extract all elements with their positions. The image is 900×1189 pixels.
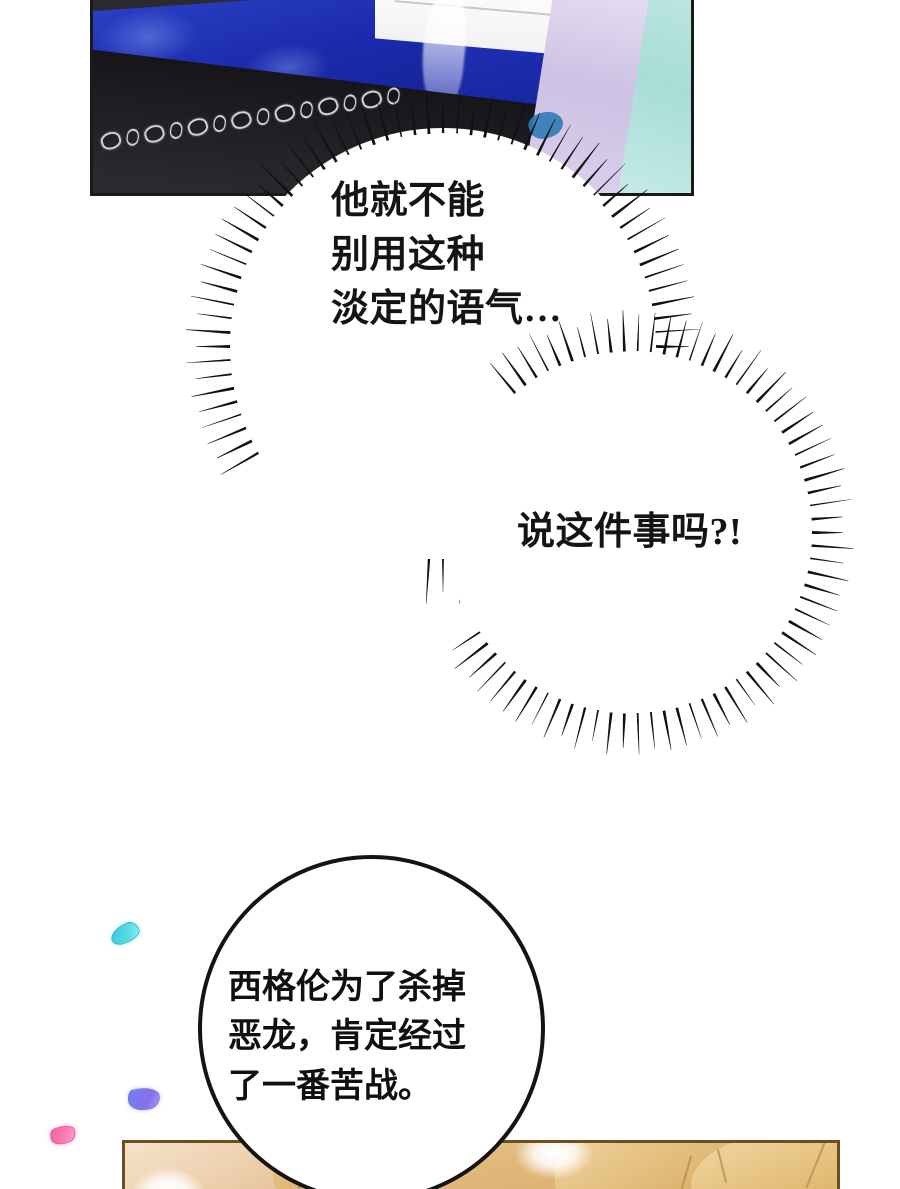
spike-ring-lower: [446, 346, 816, 716]
confetti-teal: [107, 919, 143, 948]
spike-ring-upper: [226, 128, 660, 562]
confetti-blue: [126, 1085, 162, 1113]
spiky-thought-bubble-lower: [446, 346, 816, 716]
bubble-lower-text: 说这件事吗?!: [517, 511, 743, 553]
bubble-upper-text: 他就不能 别用这种 淡定的语气…: [331, 180, 563, 330]
sparkle-highlight-left: [133, 1169, 203, 1189]
sparkle-highlight: [515, 1143, 593, 1179]
gold-hair-strand-c: [691, 1143, 837, 1189]
round-bubble-text: 西格伦为了杀掉 恶龙，肯定经过 了一番苦战。: [228, 968, 466, 1105]
confetti-pink: [47, 1122, 79, 1148]
round-narration-bubble: [198, 855, 545, 1189]
